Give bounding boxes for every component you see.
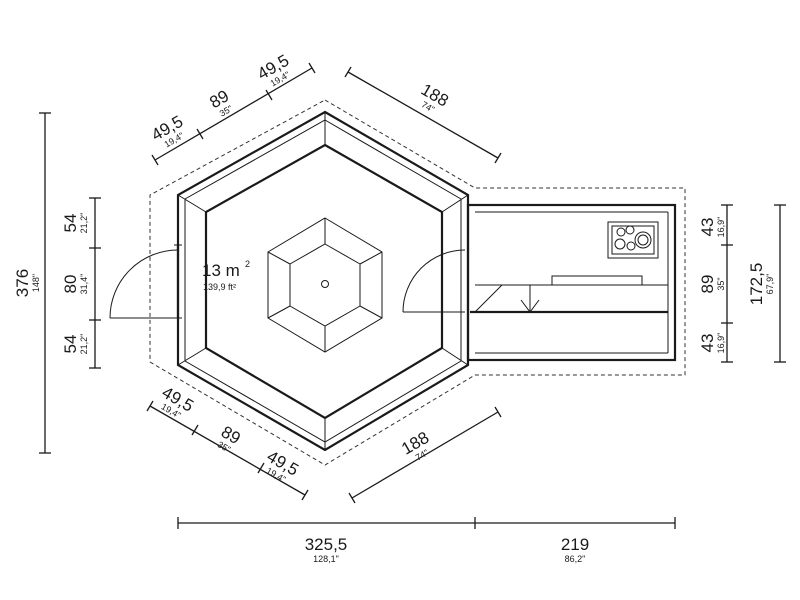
- dimension-top-right: 188 74": [344, 66, 502, 164]
- dimension-left-total: 376 148": [13, 112, 51, 454]
- svg-text:54: 54: [61, 214, 80, 233]
- roof-outline: [149, 99, 686, 466]
- dimension-bottom-annex-imperial: 86,2": [565, 554, 586, 564]
- dimension-bottom-main-imperial: 128,1": [313, 554, 339, 564]
- dimension-bottom-annex: 219: [561, 535, 589, 554]
- svg-text:54: 54: [61, 335, 80, 354]
- dimension-left-segments: 54 21,2" 80 31,4" 54 21,2": [61, 197, 101, 369]
- svg-text:80: 80: [61, 275, 80, 294]
- svg-text:21,2": 21,2": [79, 213, 89, 234]
- dimension-right-segments: 43 16,9" 89 35" 43 16,9": [698, 204, 733, 363]
- svg-text:89: 89: [698, 275, 717, 294]
- svg-text:43: 43: [698, 334, 717, 353]
- svg-text:43: 43: [698, 218, 717, 237]
- svg-text:16,9": 16,9": [716, 217, 726, 238]
- area-label: 13 m 2 139,9 ft²: [202, 259, 250, 292]
- svg-text:35": 35": [716, 277, 726, 290]
- annex-room: [402, 203, 677, 362]
- dimension-bottom-left: 49,5 19,4" 89 35" 49,5 19,4": [146, 383, 309, 501]
- dimension-top-left: 49,5 19,4" 89 35" 49,5 19,4": [148, 51, 316, 166]
- svg-text:67,9": 67,9": [765, 274, 775, 295]
- central-stove: [267, 217, 383, 353]
- entrance-door: [109, 244, 182, 319]
- svg-text:31,4": 31,4": [79, 274, 89, 295]
- svg-text:148": 148": [31, 274, 41, 292]
- sauna-heater-icon: [607, 221, 659, 259]
- area-imperial: 139,9 ft²: [203, 282, 236, 292]
- svg-text:21,2": 21,2": [79, 334, 89, 355]
- dimension-bottom-main: 325,5: [305, 535, 348, 554]
- hexagon-cabin: [176, 110, 470, 452]
- dimension-right-total: 172,5 67,9": [747, 204, 786, 363]
- dimension-bottom: 325,5 128,1" 219 86,2": [177, 517, 676, 564]
- dimension-bottom-right: 188 74": [348, 406, 502, 504]
- area-metric: 13 m: [202, 261, 240, 280]
- svg-text:16,9": 16,9": [716, 333, 726, 354]
- area-metric-sup: 2: [245, 259, 250, 269]
- svg-text:376: 376: [13, 269, 32, 297]
- svg-text:172,5: 172,5: [747, 263, 766, 306]
